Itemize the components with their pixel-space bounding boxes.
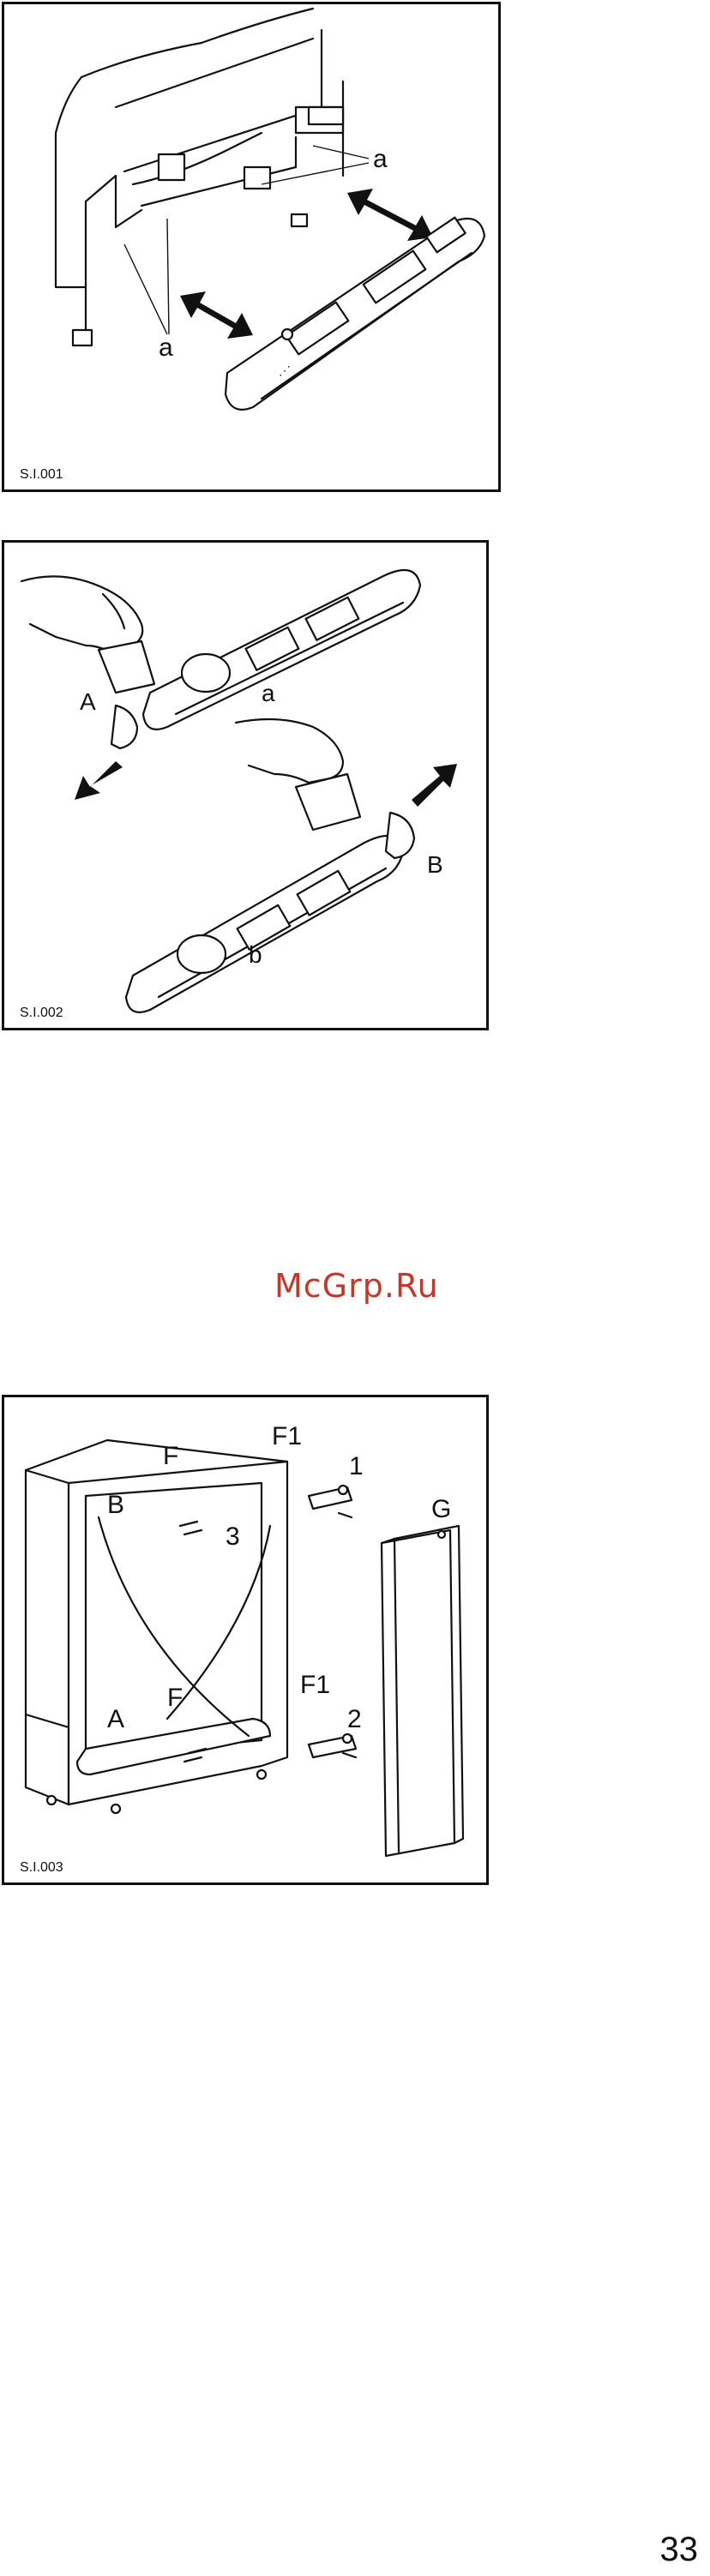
label-F-top: F: [163, 1442, 178, 1470]
label-B: B: [427, 851, 443, 878]
door-hinge-illustration: F1 F B 1 3 G F1 F A 2: [4, 1397, 486, 1882]
label-F1-bottom: F1: [300, 1671, 330, 1699]
label-A: A: [80, 688, 96, 715]
figure-si001: a a ⋰ S.I.001: [2, 2, 501, 492]
label-3: 3: [226, 1522, 240, 1551]
label-A: A: [107, 1705, 124, 1733]
figure-si003: F1 F B 1 3 G F1 F A 2 S.I.003: [2, 1395, 489, 1885]
label-B: B: [107, 1491, 124, 1519]
watermark: McGrp.Ru: [274, 1267, 439, 1305]
label-F1-top: F1: [272, 1422, 302, 1450]
label-a: a: [262, 680, 275, 706]
page-number: 33: [660, 2531, 699, 2569]
fridge-plinth-illustration: a a ⋰: [4, 4, 498, 489]
label-2: 2: [347, 1705, 362, 1733]
label-1: 1: [349, 1452, 364, 1480]
label-a-bottom: a: [159, 333, 173, 362]
figure-caption: S.I.002: [20, 1006, 63, 1021]
plinth-end-caps-illustration: A a b B: [4, 543, 486, 1028]
label-a-top: a: [373, 145, 388, 173]
svg-text:⋰: ⋰: [279, 363, 291, 377]
figure-caption: S.I.003: [20, 1860, 63, 1876]
label-b: b: [249, 941, 262, 968]
label-F-bottom: F: [167, 1684, 183, 1712]
label-G: G: [431, 1495, 451, 1523]
figure-caption: S.I.001: [20, 467, 63, 483]
figure-si002: A a b B S.I.002: [2, 540, 489, 1030]
